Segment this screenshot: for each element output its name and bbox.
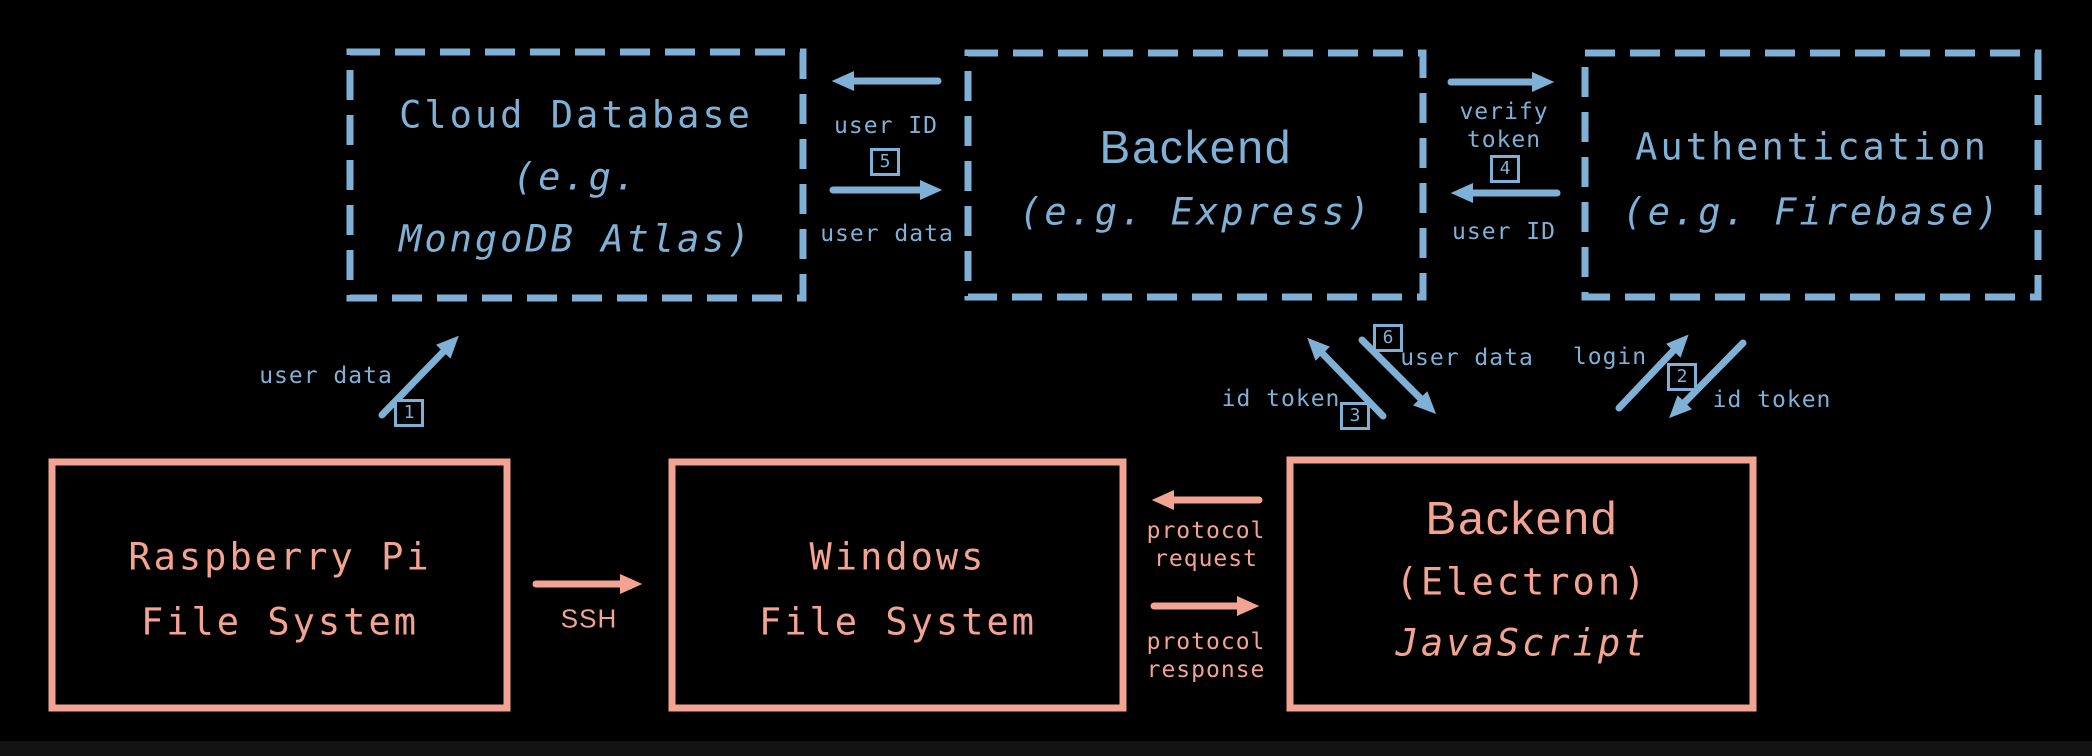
backend-express-title: Backend (1099, 121, 1293, 173)
edge-label-verify-token-line2: token (1466, 127, 1542, 153)
step-badge-1: 1 (394, 399, 424, 427)
arrow-user-data-express-to-electron (1358, 336, 1437, 415)
edge-label-user-data-pi-to-cloud: user data (259, 363, 393, 389)
edge-label-protocol-response-line2: response (1146, 657, 1266, 683)
edge-label-login: login (1572, 344, 1648, 370)
backend-electron-language: JavaScript (1395, 621, 1649, 665)
arrow-login-electron-to-auth (1615, 334, 1689, 412)
backend-express-subtitle: (e.g. Express) (1019, 190, 1373, 234)
authentication-subtitle: (e.g. Firebase) (1622, 190, 2002, 234)
arrow-id-token-electron-to-express (1307, 337, 1387, 420)
cloud-database-subtitle-line1: (e.g. (512, 155, 640, 199)
windows-fs-box (668, 458, 1127, 712)
backend-express-box (964, 49, 1427, 301)
step-badge-2: 2 (1667, 363, 1697, 391)
edge-label-protocol-request-line2: request (1154, 546, 1258, 572)
edge-label-verify-token-line1: verify (1459, 99, 1549, 125)
backend-electron-title: Backend (1425, 492, 1619, 544)
edge-label-id-token-to-express: id token (1221, 386, 1341, 412)
raspberry-pi-title-line2: File System (140, 600, 420, 644)
cloud-database-subtitle-line2: MongoDB Atlas) (399, 217, 753, 261)
bottom-strip (0, 741, 2092, 756)
raspberry-pi-title-line1: Raspberry Pi (128, 535, 432, 579)
edge-label-user-id-to-backend: user ID (1452, 219, 1556, 245)
step-badge-4: 4 (1490, 155, 1520, 183)
cloud-database-title: Cloud Database (399, 93, 753, 137)
arrow-id-token-auth-to-electron (1669, 339, 1747, 419)
backend-electron-box (1286, 456, 1757, 712)
step-badge-5: 5 (870, 148, 900, 176)
edge-label-ssh: SSH (560, 603, 618, 634)
raspberry-pi-box (48, 458, 511, 712)
edge-label-protocol-request: protocol request (1147, 517, 1266, 573)
windows-fs-title-line1: Windows (809, 535, 987, 579)
authentication-title: Authentication (1635, 125, 1989, 169)
edge-label-protocol-response: protocol response (1147, 628, 1266, 684)
edge-label-protocol-request-line1: protocol (1146, 518, 1266, 544)
edge-label-user-id-to-cloud: user ID (834, 113, 938, 139)
edge-label-user-data-to-electron: user data (1400, 345, 1534, 371)
edge-label-user-data-to-backend: user data (820, 221, 954, 247)
authentication-box (1581, 49, 2042, 301)
edge-label-id-token-to-electron: id token (1712, 387, 1832, 413)
step-badge-6: 6 (1373, 324, 1403, 352)
edge-label-protocol-response-line1: protocol (1146, 629, 1266, 655)
arrow-user-data-pi-to-cloud (378, 335, 459, 419)
edge-label-verify-token: verify token (1459, 98, 1548, 154)
step-badge-3: 3 (1340, 402, 1370, 430)
backend-electron-subtitle: (Electron) (1395, 560, 1649, 604)
windows-fs-title-line2: File System (758, 600, 1038, 644)
cloud-database-box (346, 48, 807, 302)
